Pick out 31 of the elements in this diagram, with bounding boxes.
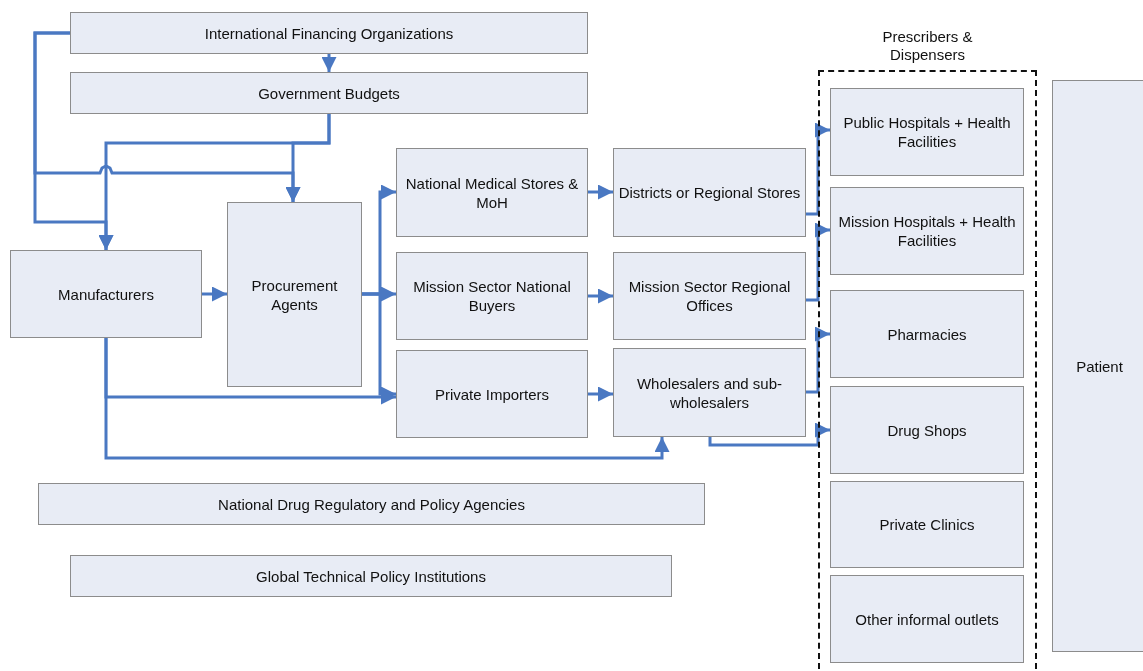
- process-box: Private Importers: [396, 350, 588, 438]
- arrow: [806, 222, 830, 302]
- process-box: Mission Sector Regional Offices: [613, 252, 806, 340]
- process-box: Pharmacies: [830, 290, 1024, 378]
- process-box: Private Clinics: [830, 481, 1024, 568]
- process-box: National Drug Regulatory and Policy Agencies: [38, 483, 705, 525]
- arrow: [588, 288, 613, 304]
- arrow: [588, 184, 613, 200]
- group-heading: Prescribers & Dispensers: [881, 28, 974, 64]
- process-box: Drug Shops: [830, 386, 1024, 474]
- process-box: Mission Hospitals + Health Facilities: [830, 187, 1024, 275]
- arrow: [104, 338, 670, 460]
- process-box: Wholesalers and sub-wholesalers: [613, 348, 806, 437]
- arrow: [708, 422, 830, 447]
- arrow: [98, 114, 331, 250]
- process-box: National Medical Stores & MoH: [396, 148, 588, 237]
- process-box: Patient: [1052, 80, 1143, 652]
- process-box: International Financing Organizations: [70, 12, 588, 54]
- arrow: [806, 326, 830, 394]
- process-box: Public Hospitals + Health Facilities: [830, 88, 1024, 176]
- process-box: Manufacturers: [10, 250, 202, 338]
- process-box: Districts or Regional Stores: [613, 148, 806, 237]
- arrow: [202, 286, 227, 302]
- arrow: [321, 54, 337, 72]
- arrow: [806, 122, 830, 216]
- process-box: Global Technical Policy Institutions: [70, 555, 672, 597]
- process-box: Mission Sector National Buyers: [396, 252, 588, 340]
- process-box: Procurement Agents: [227, 202, 362, 387]
- process-box: Other informal outlets: [830, 575, 1024, 663]
- arrow: [588, 386, 613, 402]
- process-box: Government Budgets: [70, 72, 588, 114]
